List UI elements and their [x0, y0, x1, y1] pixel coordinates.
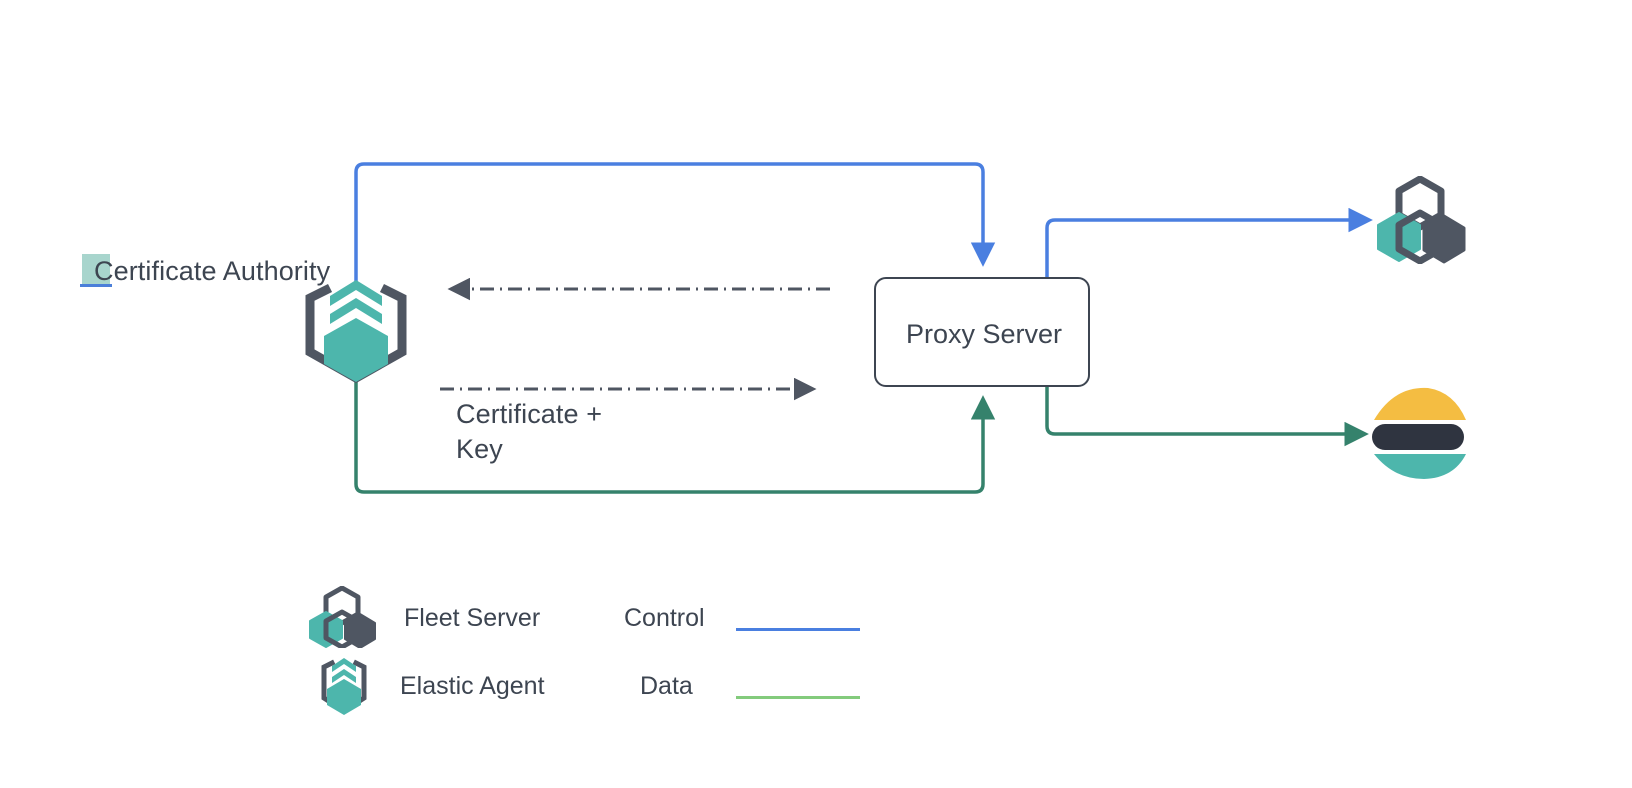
legend-elastic-agent-icon [318, 654, 370, 716]
legend-fleet-server-icon [306, 585, 378, 650]
legend-fleet-server-label: Fleet Server [404, 604, 541, 632]
legend-control-label: Control [624, 604, 705, 632]
edge-data-agent-to-proxy [354, 378, 996, 494]
legend-data-label: Data [640, 672, 693, 700]
proxy-server-node[interactable]: Proxy Server [874, 277, 1090, 387]
fleet-server-icon [1372, 175, 1468, 265]
elastic-agent-icon [296, 274, 416, 386]
text-selection-underline [80, 284, 112, 287]
legend: Fleet Server Elastic Agent Control Data [306, 585, 886, 716]
elasticsearch-icon [1368, 386, 1468, 480]
proxy-server-label: Proxy Server [905, 318, 1063, 349]
text-selection-highlight [82, 254, 110, 286]
legend-data-line-swatch [736, 696, 860, 699]
edge-control-proxy-to-fleet [1045, 207, 1373, 290]
certificate-key-label: Certificate + Key [456, 399, 603, 464]
edge-control-agent-to-proxy [354, 162, 996, 288]
certificate-authority-label: Certificate Authority [94, 256, 331, 286]
edge-data-proxy-to-elasticsearch [1045, 376, 1369, 447]
legend-elastic-agent-label: Elastic Agent [400, 672, 545, 700]
legend-control-line-swatch [736, 628, 860, 631]
